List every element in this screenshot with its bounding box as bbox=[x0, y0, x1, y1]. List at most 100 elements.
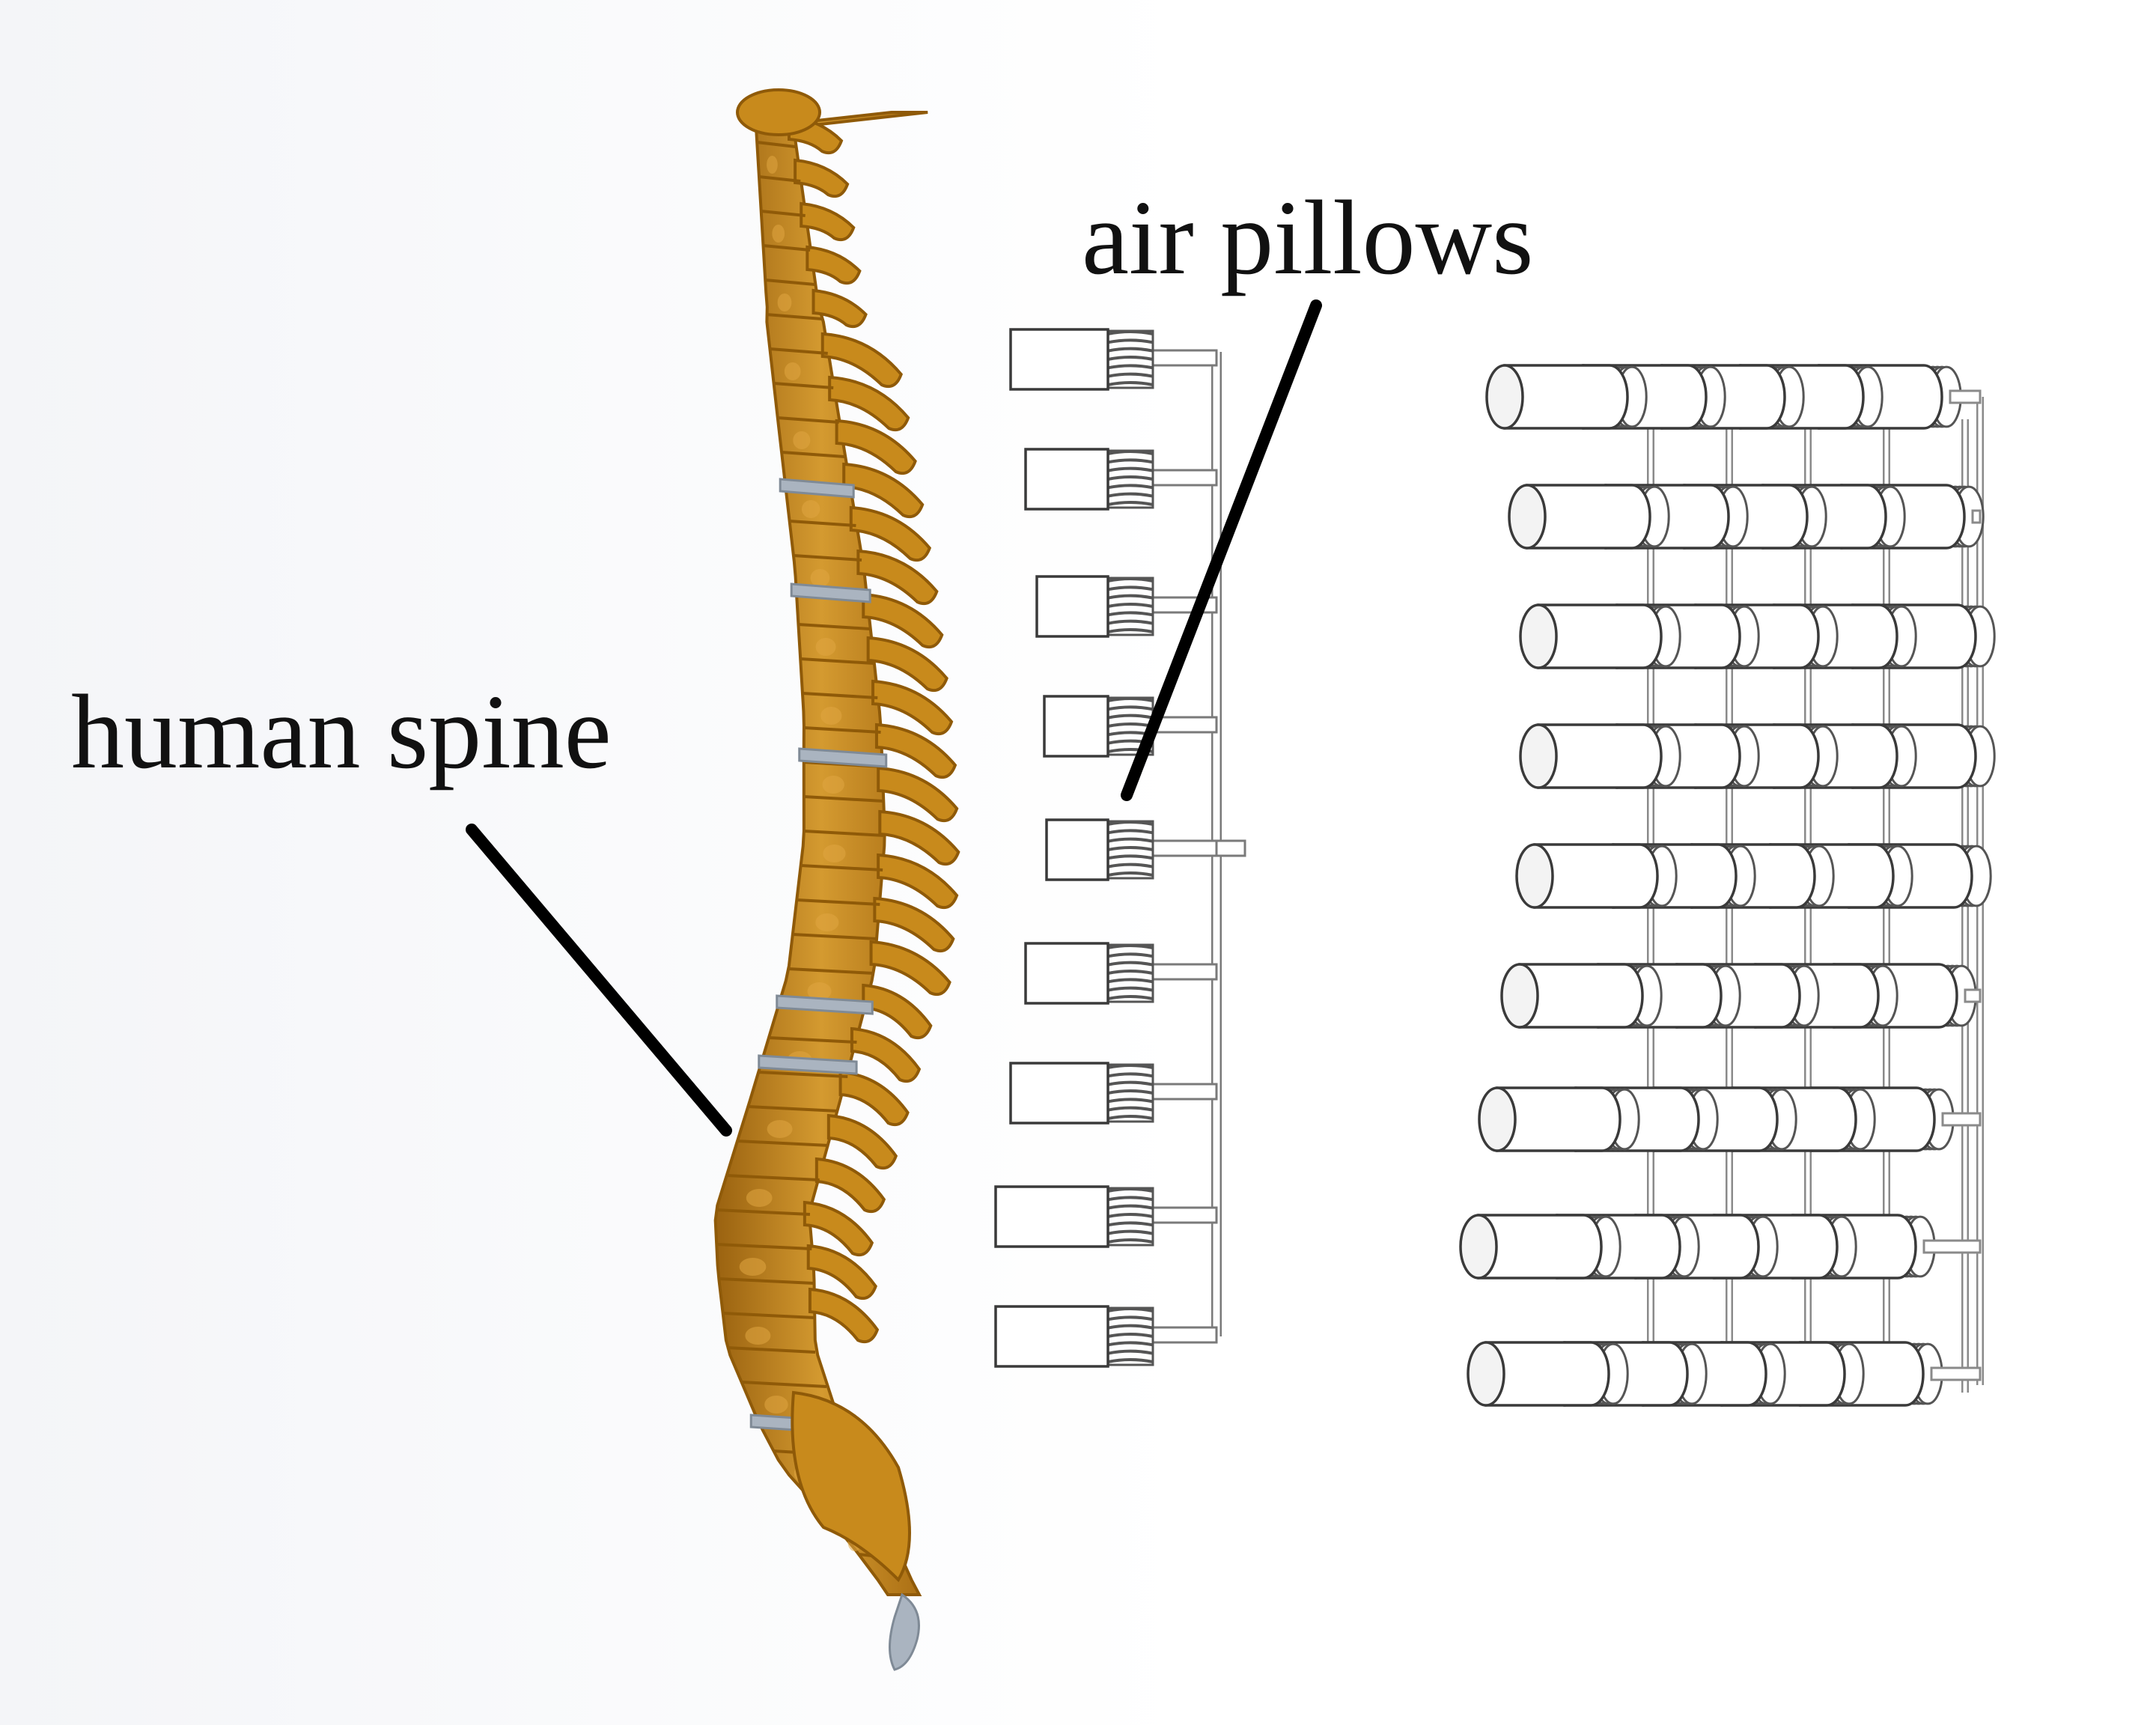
vertebra-highlight bbox=[745, 1327, 771, 1345]
cylinder-body bbox=[1526, 484, 1651, 550]
cylinder-body bbox=[1537, 723, 1663, 789]
bellows-coil bbox=[1107, 603, 1154, 608]
intervertebral-disc bbox=[790, 582, 871, 603]
vertebra-segment-line bbox=[777, 416, 839, 424]
vertebra-process bbox=[806, 245, 862, 285]
bellows-coil bbox=[1107, 475, 1154, 481]
vertebra-segment-line bbox=[800, 864, 883, 871]
bellows-coil bbox=[1107, 1341, 1154, 1347]
bellows-coil bbox=[1107, 1089, 1154, 1095]
vertebra-segment-line bbox=[716, 1243, 812, 1250]
vertebra-process bbox=[811, 288, 868, 329]
grid-row-connector bbox=[1930, 1366, 1982, 1381]
vertebra-highlight bbox=[815, 638, 836, 656]
vertebra-highlight bbox=[764, 1396, 788, 1414]
sacrum bbox=[791, 1390, 911, 1583]
vertebra-highlight bbox=[772, 225, 785, 243]
vertebra-segment-line bbox=[758, 175, 801, 183]
bellows-coil bbox=[1107, 829, 1154, 835]
cylinder-body bbox=[1533, 843, 1659, 909]
vertebra-process bbox=[869, 940, 951, 997]
bellows-coil bbox=[1107, 501, 1154, 506]
vertebra-highlight bbox=[784, 362, 801, 380]
bellows-coil bbox=[1107, 970, 1154, 975]
pillow-connector bbox=[1215, 839, 1246, 857]
vertebra-segment-line bbox=[768, 1036, 857, 1044]
intervertebral-disc bbox=[798, 747, 888, 768]
cylinder-face bbox=[1485, 364, 1524, 430]
cylinder-air-pillow bbox=[1519, 603, 1681, 669]
pillow-body bbox=[1035, 575, 1109, 638]
bellows-coil bbox=[1107, 492, 1154, 498]
vertebra-process bbox=[862, 592, 944, 649]
atlas-vertebra bbox=[736, 88, 821, 136]
vertebra-highlight bbox=[822, 776, 844, 794]
bellows-coil bbox=[1107, 338, 1154, 344]
vertebra-segment-line bbox=[719, 1277, 814, 1285]
bellows-coil bbox=[1107, 347, 1154, 353]
bellows-coil bbox=[1107, 705, 1154, 711]
cylinder-air-pillow bbox=[1519, 723, 1681, 789]
coccyx bbox=[889, 1592, 920, 1671]
vertebra-segment-line bbox=[798, 623, 871, 630]
bellows-coil bbox=[1107, 978, 1154, 984]
vertebra-segment-line bbox=[793, 554, 862, 562]
air-pillows-label: air pillows bbox=[1082, 178, 1533, 296]
bellows-coil bbox=[1107, 611, 1154, 617]
vertebra-process bbox=[862, 983, 933, 1040]
bellows-coil bbox=[1107, 846, 1154, 851]
vertebra-segment-line bbox=[803, 726, 881, 734]
air-pillow bbox=[1035, 575, 1154, 638]
bellows-coil bbox=[1107, 585, 1154, 591]
vertebra-process bbox=[871, 679, 954, 736]
bellows-coil bbox=[1107, 458, 1154, 464]
vertebra-highlight bbox=[820, 707, 842, 725]
vertebra-process bbox=[806, 1244, 877, 1300]
air-pillow bbox=[1024, 942, 1154, 1005]
vertebra-process bbox=[877, 766, 959, 823]
vertebra-process bbox=[803, 1200, 874, 1257]
vertebra-highlight bbox=[746, 1189, 773, 1207]
intervertebral-disc bbox=[776, 994, 874, 1015]
cylinder-body bbox=[1484, 1341, 1610, 1407]
vertebra-process bbox=[856, 549, 939, 606]
vertebra-segment-line bbox=[741, 1381, 827, 1388]
vertebra-process bbox=[835, 419, 917, 475]
vertebra-highlight bbox=[793, 431, 811, 449]
bellows-coil bbox=[1107, 372, 1154, 378]
cylinder-face bbox=[1519, 603, 1558, 669]
human-spine-label: human spine bbox=[71, 672, 612, 791]
bellows-coil bbox=[1107, 862, 1154, 868]
vertebra-highlight bbox=[767, 1120, 793, 1138]
bellows-coil bbox=[1107, 871, 1154, 877]
bellows-coil bbox=[1107, 714, 1154, 719]
vertebra-segment-line bbox=[800, 657, 874, 665]
cylinder-face bbox=[1478, 1086, 1517, 1152]
vertebra-segment-line bbox=[803, 830, 885, 837]
vertebra-process bbox=[850, 1026, 922, 1083]
pillow-connector bbox=[1151, 349, 1218, 367]
vertebra-segment-line bbox=[789, 520, 856, 527]
bellows-coil bbox=[1107, 961, 1154, 967]
bellows-coil bbox=[1107, 381, 1154, 386]
bellows-coil bbox=[1107, 1072, 1154, 1078]
cylinder-air-pillow bbox=[1485, 364, 1648, 430]
vertebra-highlight bbox=[801, 500, 820, 518]
bellows-coil bbox=[1107, 1204, 1154, 1210]
grid-row-connector bbox=[1971, 509, 1982, 524]
pillow-body bbox=[1043, 695, 1109, 758]
vertebra-segment-line bbox=[770, 347, 828, 355]
bellows-coil bbox=[1107, 837, 1154, 843]
vertebra-process bbox=[800, 201, 856, 242]
cylinder-air-pillow bbox=[1515, 843, 1678, 909]
cylinder-face bbox=[1467, 1341, 1505, 1407]
bellows-coil bbox=[1107, 1098, 1154, 1104]
bellows-coil bbox=[1107, 356, 1154, 361]
vertebra-segment-line bbox=[802, 692, 878, 699]
vertebra-segment-line bbox=[761, 210, 806, 217]
cylinder-body bbox=[1518, 963, 1644, 1029]
human-spine-model bbox=[713, 88, 960, 1671]
pillow-connector bbox=[1151, 1083, 1218, 1101]
cylinder-face bbox=[1515, 843, 1554, 909]
